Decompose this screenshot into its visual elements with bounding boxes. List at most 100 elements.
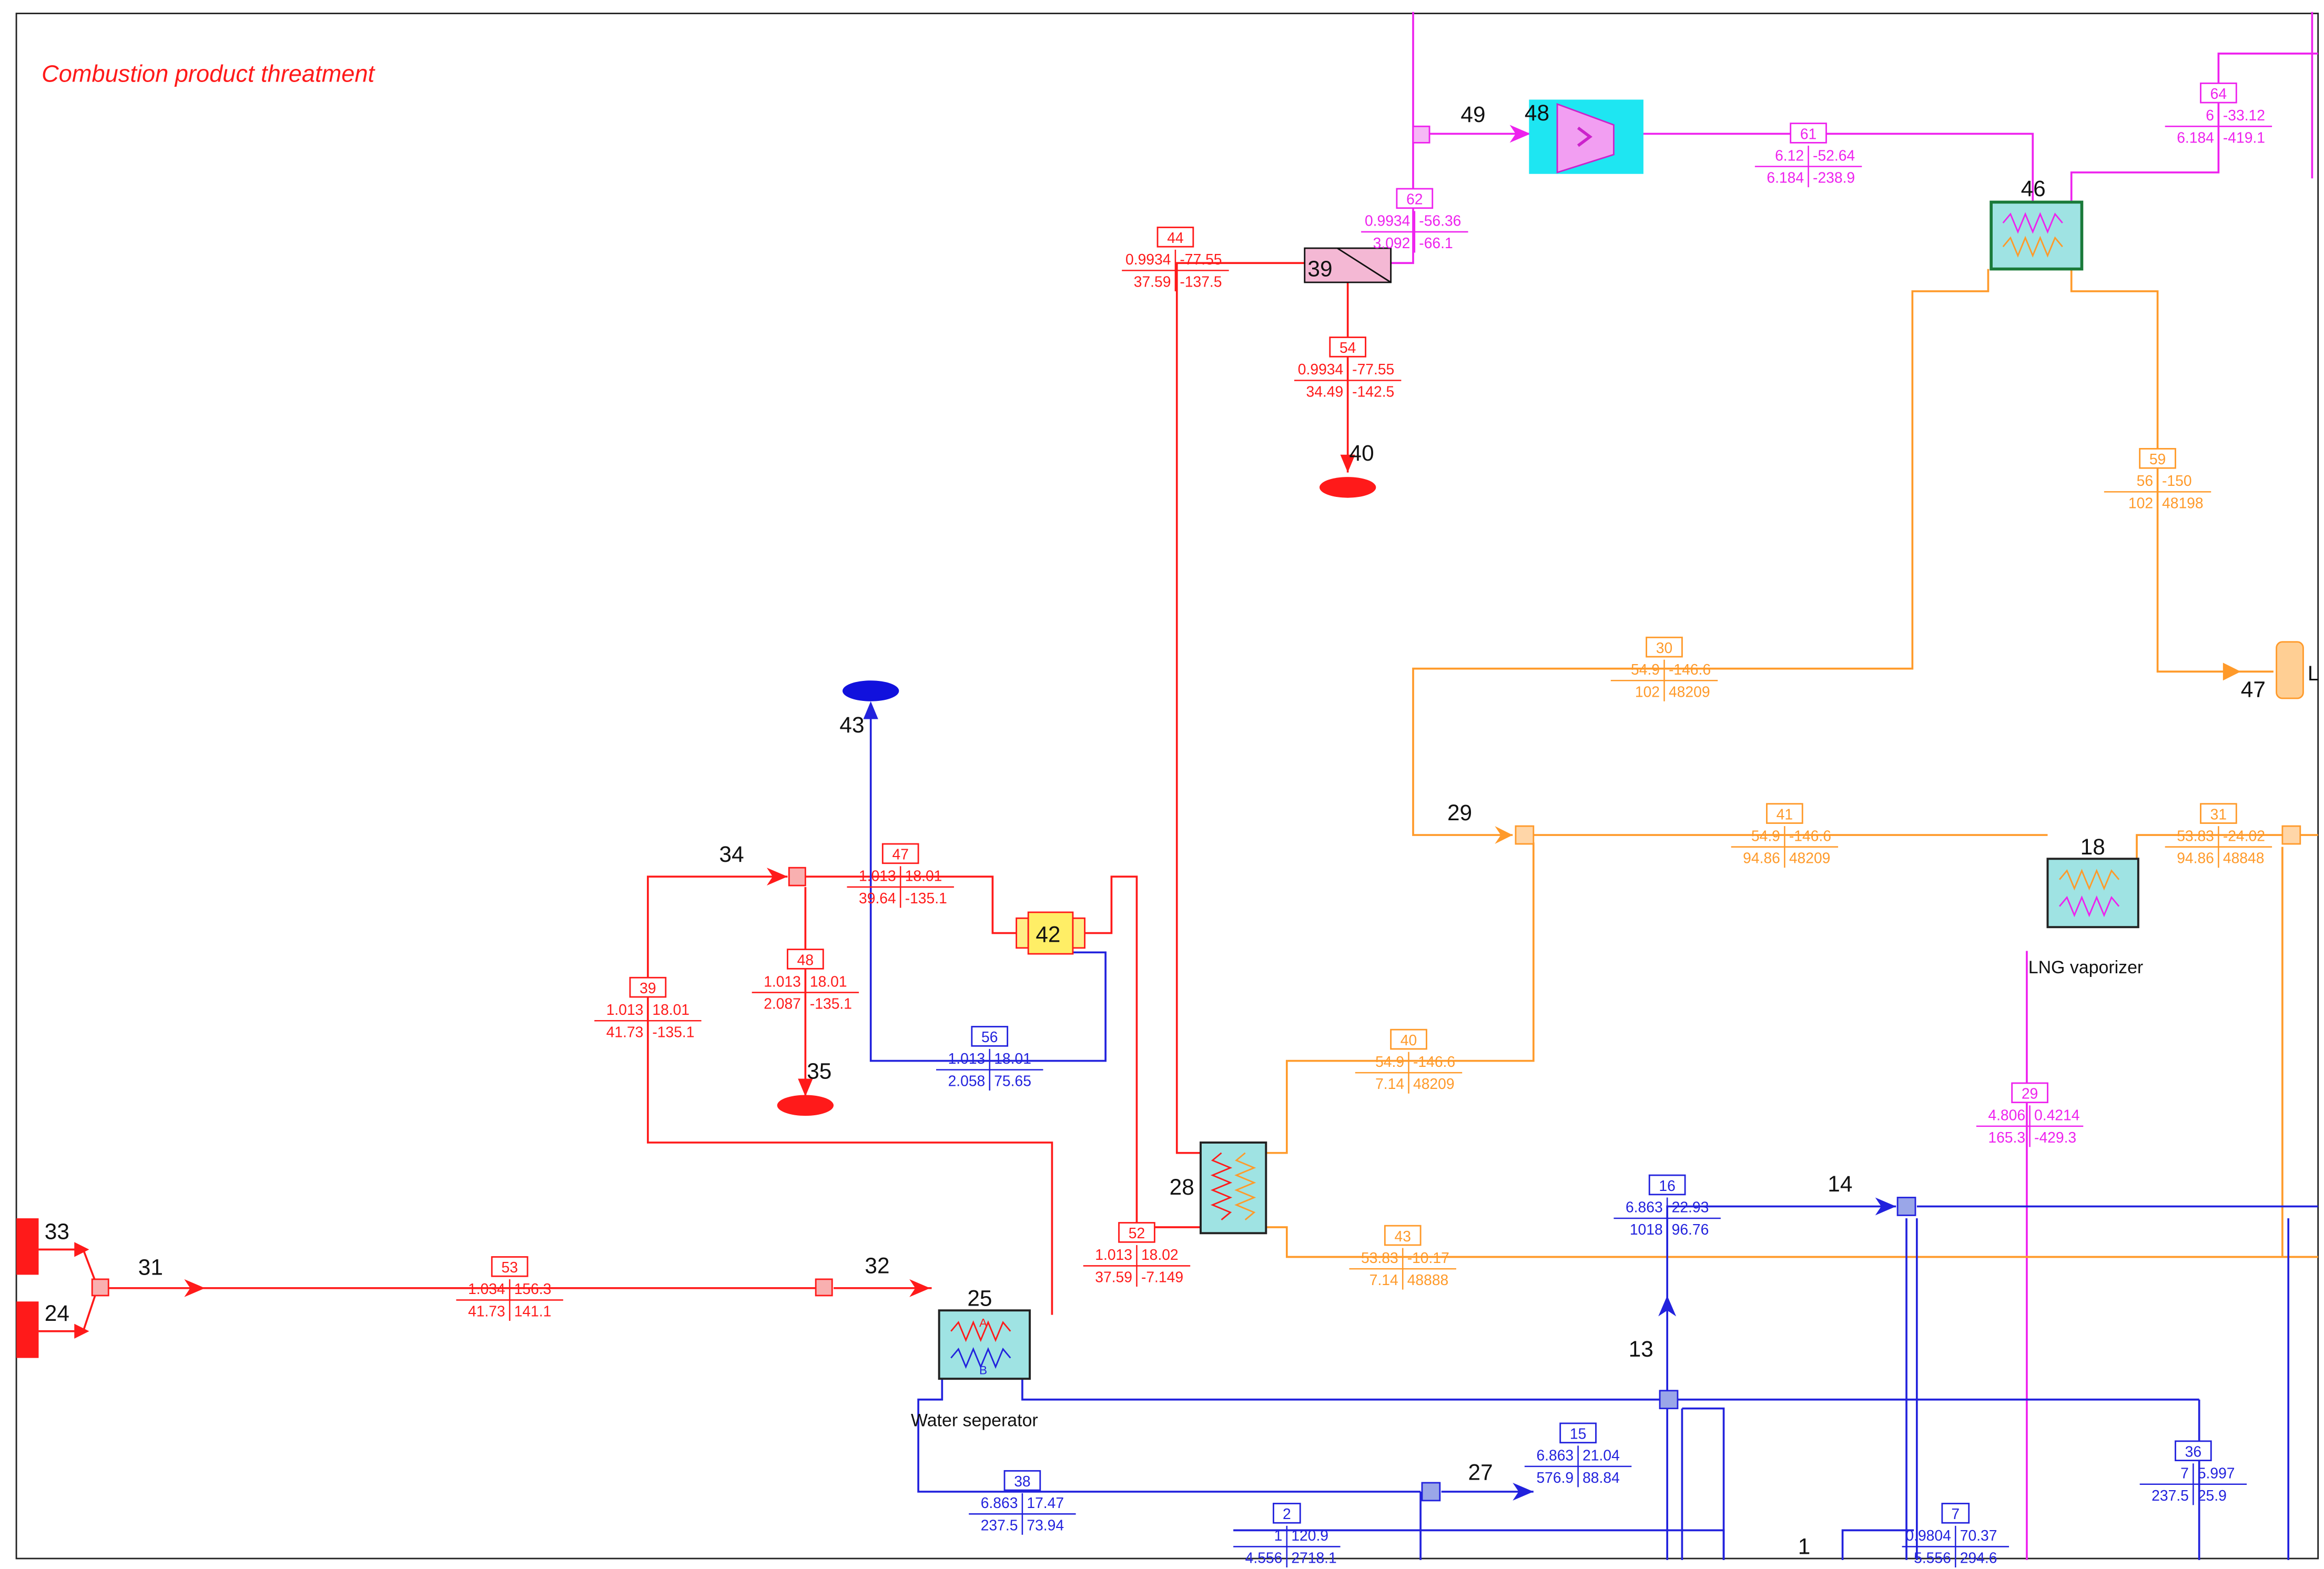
stream-tag-box bbox=[2200, 82, 2237, 104]
sink-43[interactable] bbox=[843, 680, 899, 701]
unit-28-label: 28 bbox=[1170, 1175, 1194, 1199]
splitter-34-node[interactable] bbox=[788, 867, 806, 887]
pipe-47[interactable] bbox=[805, 875, 1017, 934]
orange-pipes bbox=[1266, 269, 2318, 1258]
pipe-40[interactable] bbox=[1266, 842, 1535, 1154]
pipe-59[interactable] bbox=[2070, 269, 2274, 673]
stream-tag-box bbox=[1118, 1222, 1155, 1243]
pipe-64[interactable] bbox=[2070, 53, 2318, 201]
unit-18-coil-b bbox=[2058, 895, 2120, 918]
stream-label-13: 13 bbox=[1629, 1337, 1653, 1361]
unit-39-separator[interactable]: 39 bbox=[1304, 247, 1392, 283]
pipe-33[interactable] bbox=[38, 1248, 96, 1281]
pipe-44[interactable] bbox=[1175, 262, 1305, 1154]
node-27[interactable] bbox=[1421, 1482, 1441, 1502]
stream-num-value: 54 bbox=[1339, 339, 1356, 356]
stream-tag-61[interactable]: 616.12-52.646.184-238.9 bbox=[1754, 123, 1862, 188]
pipe-39[interactable] bbox=[647, 875, 1053, 1315]
stream-tag-box bbox=[1156, 227, 1194, 248]
node-14[interactable] bbox=[1896, 1197, 1916, 1216]
stream-tag-box bbox=[1559, 1422, 1597, 1444]
unit-25-caption: Water seperator bbox=[911, 1411, 1038, 1431]
mixer-31-node[interactable] bbox=[91, 1278, 109, 1297]
stream-p-value: 54.9 bbox=[1375, 1053, 1404, 1070]
unit-46-coil-b bbox=[2002, 236, 2063, 258]
stream-t-value: -77.55 bbox=[1352, 361, 1394, 378]
unit-28-heat-exchanger[interactable]: 28 bbox=[1170, 1141, 1267, 1235]
stream-t-value: 0.4214 bbox=[2034, 1107, 2079, 1124]
unit-46-body bbox=[1990, 200, 2084, 271]
pipe-25-out[interactable] bbox=[1021, 1379, 1661, 1401]
pipe-56[interactable] bbox=[869, 706, 1107, 1062]
stream-m-value: 37.59 bbox=[1134, 273, 1171, 290]
mixer-29-node[interactable] bbox=[1515, 825, 1535, 845]
pipe-61[interactable] bbox=[1619, 133, 2034, 201]
node-13[interactable] bbox=[1659, 1390, 1679, 1410]
stream-m-value: 41.73 bbox=[606, 1023, 644, 1040]
stream-tag-box bbox=[2139, 448, 2176, 469]
unit-46-heat-exchanger[interactable]: 46 bbox=[1990, 176, 2084, 271]
stream-p-value: 6.863 bbox=[1626, 1199, 1663, 1216]
stream-num-value: 30 bbox=[1656, 639, 1672, 656]
stream-tag-box bbox=[881, 843, 919, 864]
unit-25-water-separator[interactable]: A B 25 Water seperator bbox=[911, 1286, 1038, 1431]
arrow-heads bbox=[74, 125, 2241, 1501]
pipe-30[interactable] bbox=[1412, 269, 1990, 836]
mixer-49-node[interactable] bbox=[1412, 125, 1430, 144]
stream-tag-62[interactable]: 620.9934-56.363.092-66.1 bbox=[1361, 188, 1468, 253]
stream-tag-64[interactable]: 646-33.126.184-419.1 bbox=[2165, 82, 2272, 147]
arrow-40 bbox=[1340, 454, 1355, 473]
magenta-pipes bbox=[1391, 12, 2318, 1560]
unit-42-pump[interactable]: 42 bbox=[1016, 911, 1085, 955]
mixer-32-node[interactable] bbox=[815, 1278, 833, 1297]
node-right-orange[interactable] bbox=[2281, 825, 2301, 845]
pipe-38[interactable] bbox=[917, 1379, 1421, 1493]
pipe-7[interactable] bbox=[1841, 1529, 1914, 1560]
stream-num-value: 39 bbox=[640, 980, 656, 996]
stream-h-value: -135.1 bbox=[652, 1023, 694, 1040]
stream-tag-box bbox=[1329, 337, 1366, 358]
unit-25-label: 25 bbox=[967, 1286, 992, 1311]
unit-48-compressor[interactable]: 48 bbox=[1525, 99, 1643, 174]
pipe-62[interactable] bbox=[1391, 134, 1414, 264]
pipe-15[interactable] bbox=[1682, 1407, 1725, 1560]
arrow-34 bbox=[766, 868, 788, 886]
unit-18-coil-a bbox=[2058, 869, 2120, 891]
source-33[interactable] bbox=[16, 1218, 39, 1275]
sink-40[interactable] bbox=[1319, 477, 1376, 498]
unit-18-lng-vaporizer[interactable]: 18 LNG vaporizer bbox=[2028, 834, 2144, 977]
source-24[interactable] bbox=[16, 1301, 39, 1358]
stream-m-value: 1018 bbox=[1630, 1221, 1663, 1238]
pipe-43[interactable] bbox=[1266, 1226, 2318, 1258]
sink-35[interactable] bbox=[777, 1095, 834, 1116]
stream-tag-box bbox=[1646, 636, 1683, 658]
stream-h-value: 25.9 bbox=[2198, 1487, 2227, 1504]
pipe-31-orange[interactable] bbox=[2136, 834, 2289, 859]
diagram-frame bbox=[15, 13, 2319, 1560]
stream-t-value: -150 bbox=[2162, 472, 2192, 489]
source-47[interactable] bbox=[2276, 641, 2304, 699]
arrow-35 bbox=[798, 1078, 813, 1097]
stream-m-value: 237.5 bbox=[981, 1516, 1018, 1533]
